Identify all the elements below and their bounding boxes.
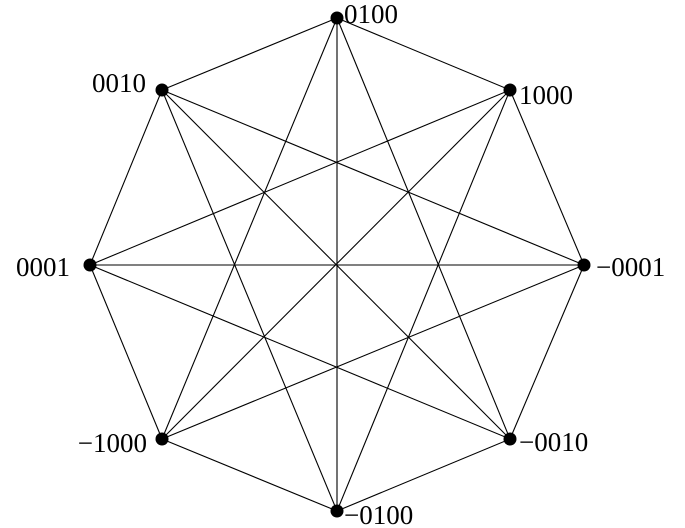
edge-n-1000-n0001 — [89, 264, 163, 440]
node-label-n-1000: −1000 — [78, 428, 147, 458]
edge-n-1000-n0100 — [161, 17, 338, 440]
node-dot-n-0010 — [503, 432, 517, 446]
edge-n1000-n-0001 — [509, 89, 585, 266]
node-dot-n-0001 — [577, 258, 591, 272]
edge-n-0010-n-0100 — [336, 438, 511, 512]
node-label-n0001: 0001 — [16, 252, 70, 282]
node-dot-n-1000 — [155, 432, 169, 446]
edge-n0001-n0010 — [89, 89, 163, 266]
edge-n0010-n-0001 — [161, 89, 585, 266]
node-label-n-0001: −0001 — [596, 252, 665, 282]
node-label-n-0100: −0100 — [344, 500, 413, 528]
edges-layer — [89, 17, 585, 512]
edge-n0001-n1000 — [89, 89, 511, 266]
edge-n0100-n-0010 — [336, 17, 511, 440]
nodes-layer — [83, 11, 591, 518]
node-dot-n0001 — [83, 258, 97, 272]
node-dot-n1000 — [503, 83, 517, 97]
edge-n0010-n0100 — [161, 17, 338, 91]
node-dot-n0010 — [155, 83, 169, 97]
edge-n-0001-n-1000 — [161, 264, 585, 440]
edge-n-0010-n0010 — [161, 89, 511, 440]
edge-n0100-n1000 — [336, 17, 511, 91]
edge-n-0010-n0001 — [89, 264, 511, 440]
node-dot-n-0100 — [330, 504, 344, 518]
node-label-n0010: 0010 — [92, 68, 146, 98]
edge-n-0100-n0010 — [161, 89, 338, 512]
node-label-n0100: 0100 — [344, 0, 398, 29]
edge-n-0100-n-1000 — [161, 438, 338, 512]
edge-n1000-n-0100 — [336, 89, 511, 512]
node-label-n-0010: −0010 — [519, 427, 588, 457]
node-dot-n0100 — [330, 11, 344, 25]
edge-n-0001-n-0010 — [509, 264, 585, 440]
labels-layer: 0100 1000 −0001 −0010 −0100 −1000 0001 0010 — [16, 0, 665, 528]
node-label-n1000: 1000 — [519, 80, 573, 110]
